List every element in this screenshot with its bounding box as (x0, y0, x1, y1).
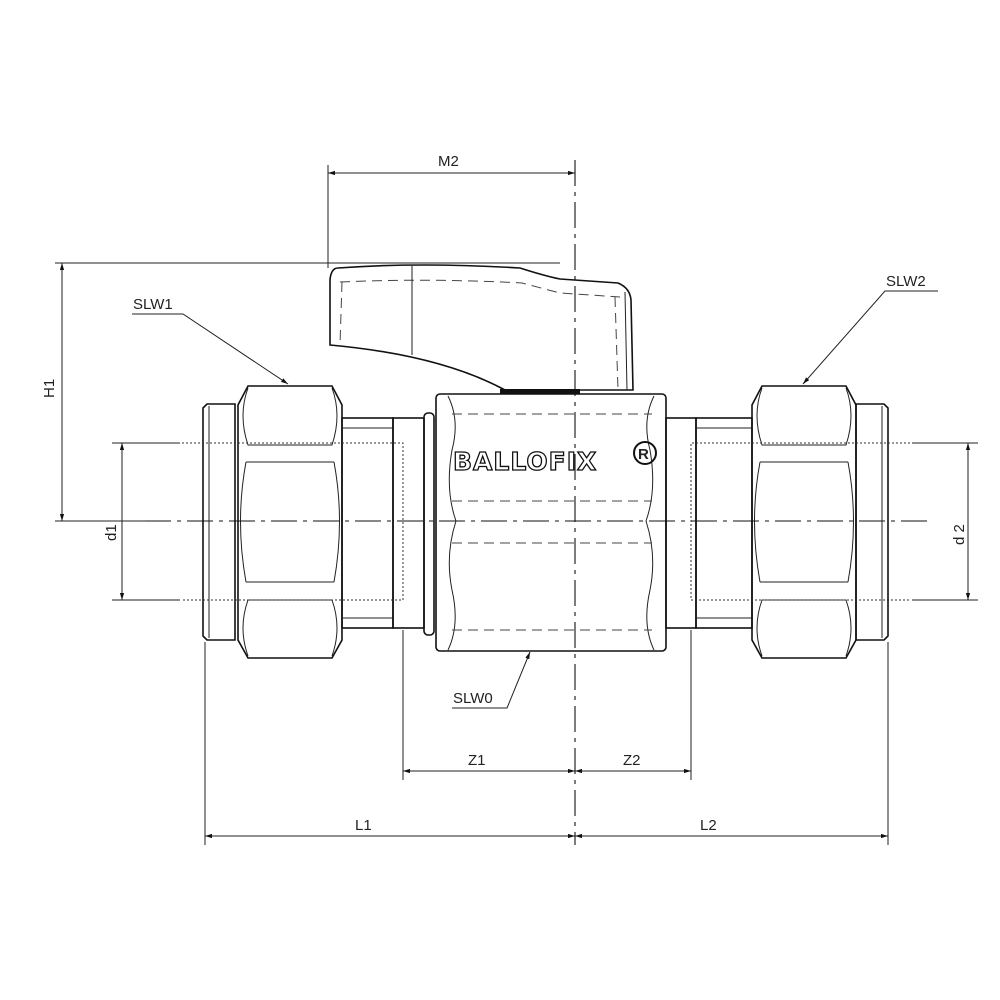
callout-slw2: SLW2 (886, 273, 926, 290)
brand-logo: BALLOFIX (453, 447, 597, 476)
dimension-l2-label: L2 (700, 817, 717, 834)
right-fitting (665, 385, 889, 659)
valve-body: BALLOFIX R (435, 393, 667, 652)
callout-leaders (132, 290, 938, 709)
dimension-lines (59, 170, 971, 839)
dimension-l1-label: L1 (355, 817, 372, 834)
callout-slw0: SLW0 (453, 690, 493, 707)
dimension-z1-label: Z1 (468, 752, 486, 769)
dimension-d2-label: d 2 (951, 524, 968, 545)
callout-slw1: SLW1 (133, 296, 173, 313)
dimension-d1-label: d1 (103, 524, 120, 541)
o-ring (423, 412, 435, 636)
left-fitting (202, 385, 425, 659)
extension-lines (55, 165, 978, 845)
dimension-m2-label: M2 (438, 153, 459, 170)
dimension-h1-label: H1 (41, 379, 58, 398)
valve-handle (329, 264, 634, 394)
dimension-z2-label: Z2 (623, 752, 641, 769)
bore-hidden-lines (182, 442, 910, 601)
registered-mark: R (638, 446, 649, 463)
